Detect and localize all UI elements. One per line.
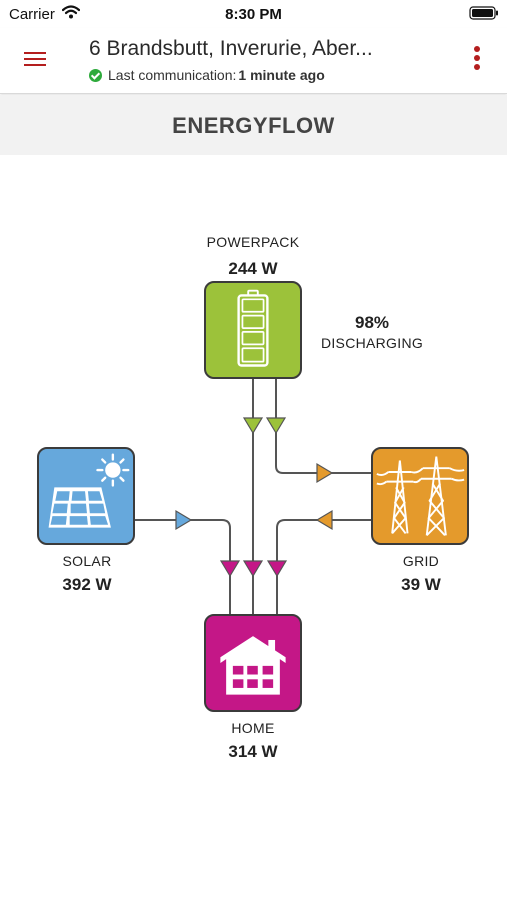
- home-value: 314 W: [228, 742, 278, 761]
- status-ok-icon: [89, 68, 102, 82]
- arrow-solar-right: [175, 509, 193, 531]
- status-bar: Carrier 8:30 PM: [0, 0, 507, 28]
- powerpack-node[interactable]: [204, 281, 302, 379]
- solar-value: 392 W: [62, 575, 112, 594]
- home-node[interactable]: [204, 614, 302, 712]
- section-bar: ENERGYFLOW: [0, 95, 507, 155]
- clock: 8:30 PM: [225, 6, 282, 23]
- arrow-grid-left: [315, 509, 333, 531]
- powerpack-charge-percent: 98%: [354, 313, 390, 332]
- arrow-to-grid: [316, 462, 334, 484]
- app-header: 6 Brandsbutt, Inverurie, Aber... Last co…: [0, 28, 507, 94]
- arrow-home-1: [219, 560, 241, 578]
- flow-line-grid-home: [276, 519, 372, 615]
- carrier-label: Carrier: [9, 6, 55, 23]
- home-label: HOME: [231, 720, 275, 736]
- comm-label: Last communication:: [108, 67, 237, 83]
- grid-label: GRID: [402, 553, 440, 569]
- powerpack-value: 244 W: [228, 259, 278, 278]
- arrow-home-2: [242, 560, 264, 578]
- hamburger-menu-icon[interactable]: [18, 42, 52, 76]
- status-battery-icon: [469, 6, 498, 20]
- solar-panel-icon: [48, 453, 130, 528]
- wifi-icon: [62, 5, 80, 19]
- powerpack-charge-state: DISCHARGING: [320, 335, 424, 351]
- flow-line-powerpack-grid: [275, 378, 372, 474]
- arrow-powerpack-down-2: [265, 417, 287, 435]
- solar-node[interactable]: [37, 447, 135, 545]
- more-vertical-icon[interactable]: [469, 42, 485, 74]
- battery-icon: [237, 289, 269, 367]
- powerpack-label: POWERPACK: [206, 234, 300, 250]
- arrow-home-3: [266, 560, 288, 578]
- site-address[interactable]: 6 Brandsbutt, Inverurie, Aber...: [89, 37, 373, 60]
- grid-node[interactable]: [371, 447, 469, 545]
- arrow-powerpack-down-1: [242, 417, 264, 435]
- page-title: ENERGYFLOW: [172, 113, 335, 138]
- solar-label: SOLAR: [62, 553, 112, 569]
- house-icon: [220, 636, 286, 695]
- comm-value: 1 minute ago: [238, 67, 325, 83]
- grid-value: 39 W: [401, 575, 441, 594]
- flow-line-solar-home: [135, 519, 231, 615]
- power-pylon-icon: [376, 456, 465, 537]
- communication-status: Last communication: 1 minute ago: [89, 66, 325, 84]
